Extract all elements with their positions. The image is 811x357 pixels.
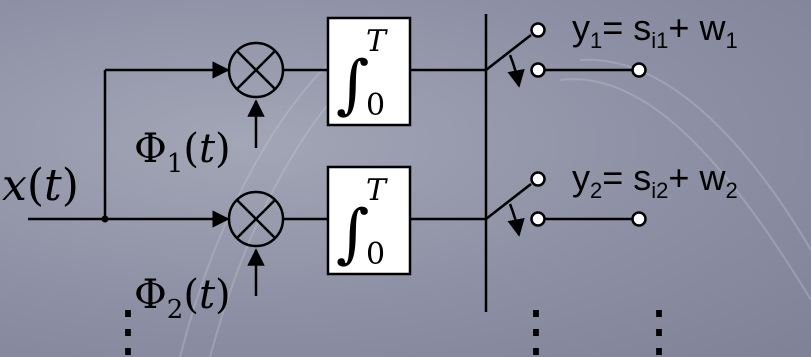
output-w-1: w (698, 7, 726, 48)
integral-sign-1: ∫ (336, 48, 369, 122)
basis-subscript-1: 1 (167, 149, 184, 179)
output-y-sub-2: 2 (590, 178, 602, 203)
output-s-sub-1: i1 (651, 28, 668, 53)
output-plus-2: + (668, 157, 699, 198)
basis-variable-1: t (199, 126, 216, 172)
basis-function-label-1: Φ1(t) (134, 126, 231, 179)
output-equals-2: = (602, 157, 633, 198)
output-label-1: y1= si1+ w1 (572, 7, 738, 53)
input-signal-symbol: x (2, 160, 27, 211)
basis-open-paren-1: ( (183, 126, 199, 172)
basis-subscript-2: 2 (167, 295, 184, 325)
continuation-dots-left: ⋮ (100, 299, 156, 357)
output-s-sub-2: i2 (651, 178, 668, 203)
output-equals-1: = (602, 7, 633, 48)
output-plus-1: + (668, 7, 699, 48)
basis-function-label-2: Φ2(t) (134, 272, 231, 325)
integral-sign-2: ∫ (336, 197, 369, 271)
continuation-dots-right: ⋮ (631, 299, 687, 357)
output-y-sub-1: 1 (590, 28, 602, 53)
basis-open-paren-2: ( (183, 272, 199, 318)
continuation-dots-middle: ⋮ (508, 299, 564, 357)
output-s-2: s (633, 157, 651, 198)
output-w-sub-1: 1 (725, 28, 737, 53)
basis-close-paren-1: ) (215, 126, 231, 172)
basis-symbol-1: Φ (134, 126, 167, 172)
integral-lower-1: 0 (366, 88, 385, 123)
output-y-2: y (572, 157, 590, 198)
input-signal-open-paren: ( (27, 160, 44, 211)
sampling-switch-2 (485, 171, 647, 237)
basis-close-paren-2: ) (215, 272, 231, 318)
multiplier-1 (227, 41, 285, 99)
input-signal-close-paren: ) (62, 160, 79, 211)
basis-variable-2: t (199, 272, 216, 318)
integral-upper-1: T (366, 24, 388, 59)
output-w-sub-2: 2 (725, 178, 737, 203)
output-w-2: w (698, 157, 726, 198)
basis-symbol-2: Φ (134, 272, 167, 318)
integrator-box-2 (326, 165, 412, 276)
output-label-2: y2= si2+ w2 (572, 157, 738, 203)
multiplier-2 (227, 190, 285, 248)
sampling-switch-1 (485, 22, 647, 88)
output-y-1: y (572, 7, 590, 48)
input-signal-label: x(t) (2, 160, 79, 211)
integral-lower-2: 0 (366, 237, 385, 272)
output-s-1: s (633, 7, 651, 48)
integrator-box-1 (326, 16, 412, 127)
integral-upper-2: T (366, 173, 388, 208)
input-signal-variable: t (44, 160, 62, 211)
